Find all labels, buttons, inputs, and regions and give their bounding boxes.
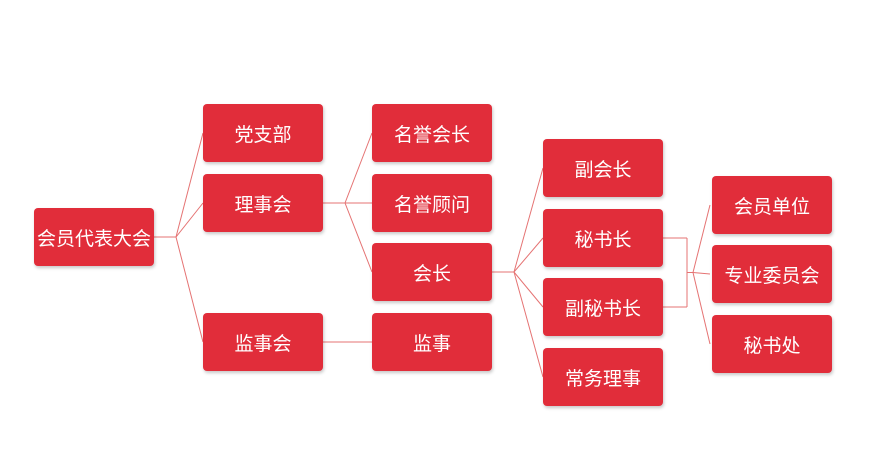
connector-congress-supervisory_board [154,236,204,343]
node-supervisory-board[interactable]: 监事会 [203,313,323,371]
node-member-congress[interactable]: 会员代表大会 [34,208,154,266]
node-secretary-general[interactable]: 秘书长 [543,209,663,267]
bracket-to-secretariat [692,272,711,345]
connector-congress-council [154,202,204,238]
node-honorary-advisor[interactable]: 名誉顾问 [372,174,492,232]
connector-president-secretary_general [492,237,544,273]
node-president[interactable]: 会长 [372,243,492,301]
node-vice-president[interactable]: 副会长 [543,139,663,197]
node-member-units[interactable]: 会员单位 [712,176,832,234]
connector-president-vice_president [492,167,544,273]
node-party-branch[interactable]: 党支部 [203,104,323,162]
connector-president-executive_director [492,271,544,378]
node-honorary-president[interactable]: 名誉会长 [372,104,492,162]
bracket-to-member_units [692,204,711,273]
node-council[interactable]: 理事会 [203,174,323,232]
node-deputy-secretary-general[interactable]: 副秘书长 [543,278,663,336]
connector-congress-party [154,132,204,238]
node-professional-committees[interactable]: 专业委员会 [712,245,832,303]
connector-council-hon_president [323,132,373,204]
connector-president-deputy_secretary_general [492,271,544,308]
node-secretariat[interactable]: 秘书处 [712,315,832,373]
node-supervisor[interactable]: 监事 [372,313,492,371]
connector-council-president [323,202,373,273]
node-executive-director[interactable]: 常务理事 [543,348,663,406]
bracket-to-committees [692,272,711,275]
